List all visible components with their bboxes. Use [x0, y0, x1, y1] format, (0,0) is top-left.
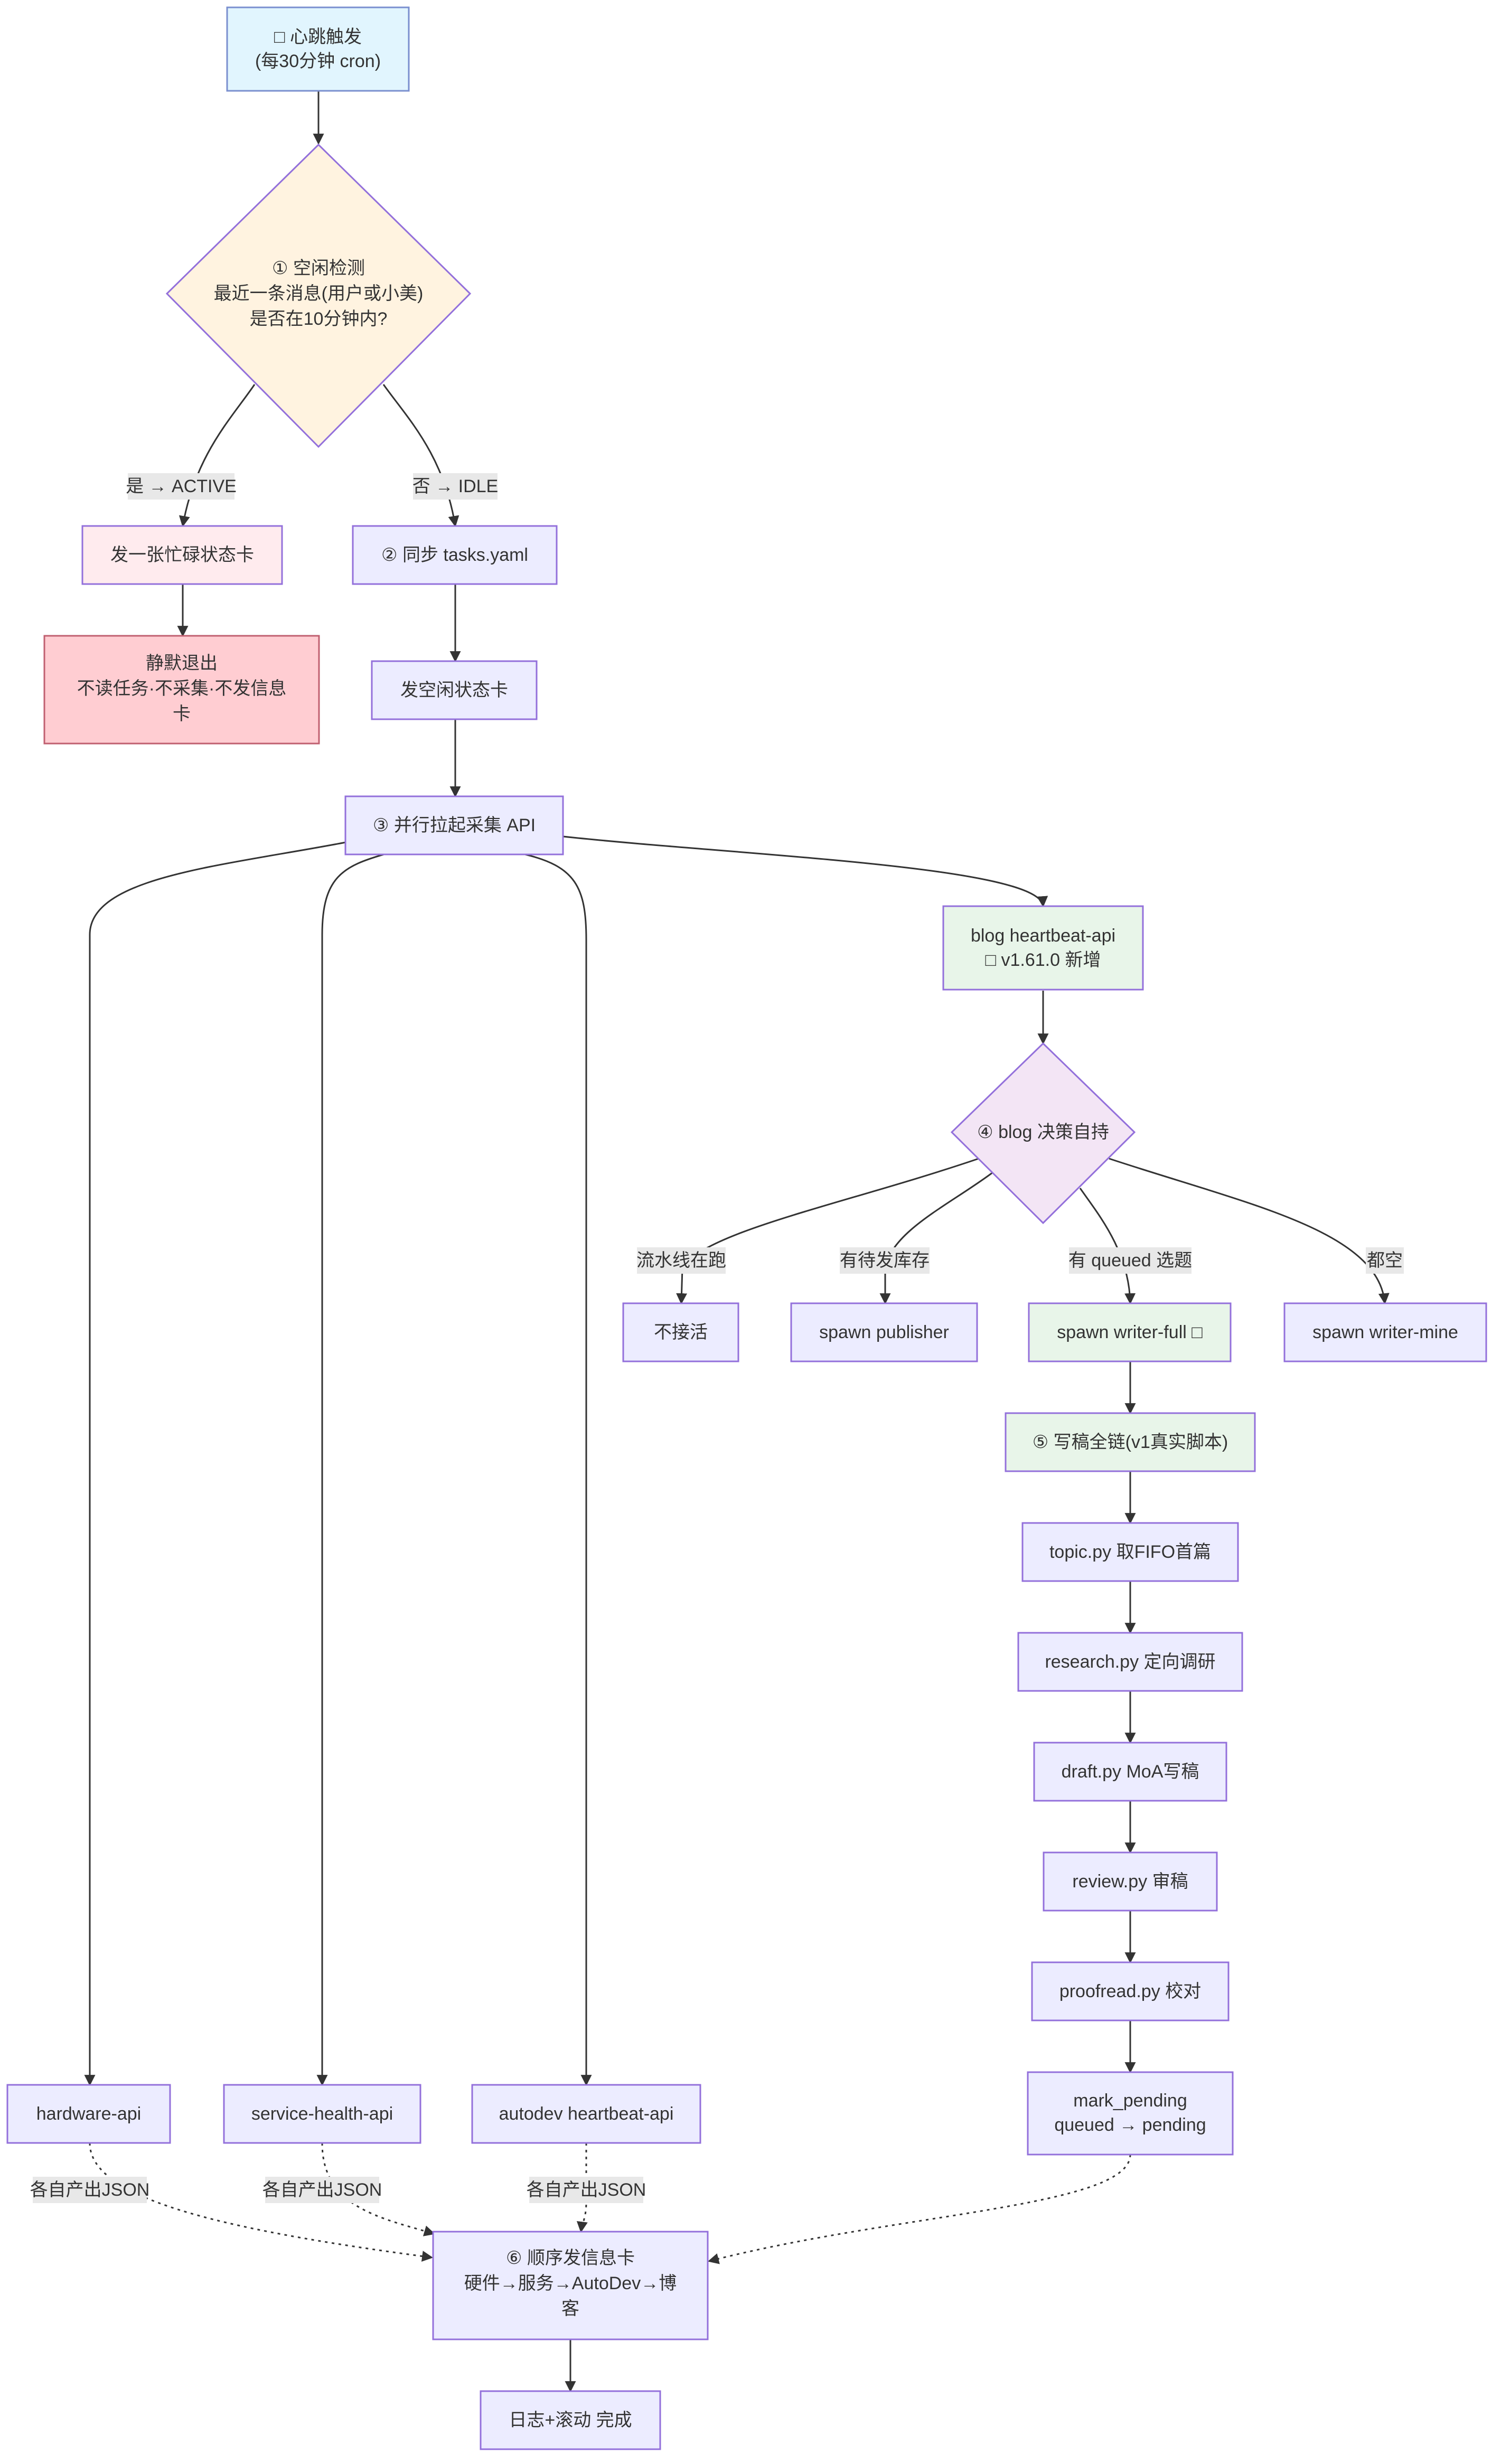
edge-blog-decision-to-spawn-publisher	[879, 1171, 993, 1305]
node-review: review.py 审稿	[1043, 1851, 1218, 1912]
node-sync-tasks: ② 同步 tasks.yaml	[352, 525, 558, 585]
svg-text:spawn writer-full □: spawn writer-full □	[1057, 1322, 1203, 1342]
edge-blog-decision-to-no-activate	[676, 1158, 979, 1305]
node-idle-card: 发空闲状态卡	[371, 660, 538, 720]
node-trigger: □ 心跳触发 (每30分钟 cron)	[226, 6, 410, 92]
edge-label-json-hardware: 各自产出JSON	[30, 2177, 150, 2203]
svg-text:mark_pending: mark_pending	[1073, 2091, 1187, 2111]
svg-text:是否在10分钟内?: 是否在10分钟内?	[250, 309, 388, 329]
node-blog-decision: ④ blog 决策自持	[950, 1042, 1136, 1225]
nodes: □ 心跳触发 (每30分钟 cron) ① 空闲检测 最近一条消息(用户或小美)…	[6, 6, 1487, 2450]
edge-parallel-fetch-to-service-health-api	[316, 853, 386, 2086]
svg-text:有待发库存: 有待发库存	[840, 1250, 930, 1271]
svg-text:queued → pending: queued → pending	[1054, 2115, 1206, 2135]
svg-text:⑤ 写稿全链(v1真实脚本): ⑤ 写稿全链(v1真实脚本)	[1033, 1432, 1228, 1452]
node-spawn-writer-full: spawn writer-full □	[1028, 1302, 1232, 1362]
edge-service-health-api-to-send-cards	[321, 2142, 436, 2236]
edge-label-all-empty: 都空	[1366, 1247, 1404, 1274]
svg-text:review.py 审稿: review.py 审稿	[1072, 1871, 1188, 1892]
node-hardware-api: hardware-api	[6, 2084, 171, 2144]
svg-text:③ 并行拉起采集 API: ③ 并行拉起采集 API	[373, 815, 536, 835]
svg-text:客: 客	[561, 2299, 579, 2319]
node-mark-pending: mark_pending queued → pending	[1027, 2071, 1234, 2156]
svg-text:② 同步 tasks.yaml: ② 同步 tasks.yaml	[381, 545, 528, 565]
node-done: 日志+滚动 完成	[480, 2390, 661, 2450]
svg-text:draft.py MoA写稿: draft.py MoA写稿	[1062, 1762, 1199, 1782]
node-blog-api: blog heartbeat-api □ v1.61.0 新增	[942, 905, 1144, 991]
node-draft: draft.py MoA写稿	[1033, 1742, 1227, 1802]
edge-idle-check-to-sync-tasks	[382, 384, 459, 528]
svg-text:否 → IDLE: 否 → IDLE	[412, 476, 498, 496]
edge-parallel-fetch-to-hardware-api	[84, 841, 346, 2086]
svg-text:□ v1.61.0 新增: □ v1.61.0 新增	[986, 950, 1101, 970]
node-idle-check: ① 空闲检测 最近一条消息(用户或小美) 是否在10分钟内?	[165, 143, 472, 448]
svg-text:静默退出: 静默退出	[146, 653, 218, 673]
edge-label-has-inventory: 有待发库存	[840, 1247, 930, 1274]
svg-text:(每30分钟 cron): (每30分钟 cron)	[255, 51, 381, 71]
edge-label-yes-active: 是 → ACTIVE	[126, 473, 237, 500]
node-research: research.py 定向调研	[1017, 1632, 1243, 1692]
edge-hardware-api-to-send-cards	[89, 2142, 434, 2262]
node-topic: topic.py 取FIFO首篇	[1021, 1522, 1239, 1582]
node-busy-card: 发一张忙碌状态卡	[81, 525, 283, 585]
svg-text:□ 心跳触发: □ 心跳触发	[274, 27, 362, 47]
svg-text:spawn writer-mine: spawn writer-mine	[1312, 1322, 1458, 1342]
svg-text:topic.py 取FIFO首篇: topic.py 取FIFO首篇	[1049, 1542, 1211, 1562]
svg-text:hardware-api: hardware-api	[36, 2104, 141, 2124]
edge-label-no-idle: 否 → IDLE	[412, 473, 498, 500]
svg-text:spawn publisher: spawn publisher	[819, 1322, 949, 1342]
svg-text:⑥ 顺序发信息卡: ⑥ 顺序发信息卡	[506, 2248, 635, 2268]
svg-text:是 → ACTIVE: 是 → ACTIVE	[126, 476, 237, 496]
svg-text:blog heartbeat-api: blog heartbeat-api	[971, 926, 1115, 946]
edge-mark-pending-to-send-cards	[707, 2154, 1131, 2264]
svg-text:research.py 定向调研: research.py 定向调研	[1045, 1652, 1215, 1672]
svg-text:④ blog 决策自持: ④ blog 决策自持	[977, 1122, 1109, 1142]
svg-text:都空: 都空	[1367, 1250, 1403, 1271]
node-parallel-fetch: ③ 并行拉起采集 API	[344, 795, 564, 855]
svg-text:不读任务·不采集·不发信息: 不读任务·不采集·不发信息	[77, 679, 287, 699]
svg-text:流水线在跑: 流水线在跑	[636, 1250, 726, 1271]
svg-text:日志+滚动 完成: 日志+滚动 完成	[509, 2410, 632, 2430]
node-service-health-api: service-health-api	[223, 2084, 421, 2144]
svg-text:各自产出JSON: 各自产出JSON	[30, 2180, 150, 2200]
edge-blog-decision-to-spawn-writer-full	[1079, 1188, 1136, 1305]
edge-labels: 是 → ACTIVE 否 → IDLE 流水线在跑 有待发库存 有 queued…	[30, 473, 1404, 2203]
svg-text:autodev heartbeat-api: autodev heartbeat-api	[499, 2104, 674, 2124]
node-spawn-writer-mine: spawn writer-mine	[1283, 1302, 1487, 1362]
edge-label-has-queued: 有 queued 选题	[1068, 1247, 1192, 1274]
edge-idle-check-to-busy-card	[179, 384, 256, 528]
svg-text:service-health-api: service-health-api	[251, 2104, 393, 2124]
node-write-chain: ⑤ 写稿全链(v1真实脚本)	[1005, 1412, 1256, 1472]
svg-text:不接活: 不接活	[654, 1322, 708, 1342]
edge-label-json-service: 各自产出JSON	[262, 2177, 382, 2203]
svg-text:硬件→服务→AutoDev→博: 硬件→服务→AutoDev→博	[464, 2273, 677, 2293]
svg-text:发空闲状态卡: 发空闲状态卡	[400, 680, 508, 700]
svg-text:① 空闲检测: ① 空闲检测	[272, 258, 365, 278]
edge-parallel-fetch-to-autodev-api	[522, 853, 592, 2086]
edge-label-json-autodev: 各自产出JSON	[527, 2177, 646, 2203]
svg-text:各自产出JSON: 各自产出JSON	[262, 2180, 382, 2200]
svg-text:有 queued 选题: 有 queued 选题	[1068, 1250, 1192, 1271]
dotted-edges	[89, 2142, 1131, 2264]
edge-parallel-fetch-to-blog-api	[562, 835, 1048, 908]
node-proofread: proofread.py 校对	[1031, 1961, 1230, 2021]
edge-blog-decision-to-spawn-writer-mine	[1109, 1158, 1390, 1305]
edge-label-pipeline-running: 流水线在跑	[636, 1247, 726, 1274]
edges	[84, 91, 1390, 2393]
svg-text:卡: 卡	[173, 704, 191, 724]
node-no-activate: 不接活	[622, 1302, 739, 1362]
node-spawn-publisher: spawn publisher	[790, 1302, 978, 1362]
node-autodev-api: autodev heartbeat-api	[471, 2084, 701, 2144]
svg-text:proofread.py 校对: proofread.py 校对	[1059, 1981, 1201, 2001]
svg-text:发一张忙碌状态卡: 发一张忙碌状态卡	[110, 545, 254, 565]
node-silent-exit: 静默退出 不读任务·不采集·不发信息 卡	[43, 635, 320, 745]
svg-text:各自产出JSON: 各自产出JSON	[527, 2180, 646, 2200]
svg-text:最近一条消息(用户或小美): 最近一条消息(用户或小美)	[214, 284, 424, 304]
node-send-cards: ⑥ 顺序发信息卡 硬件→服务→AutoDev→博 客	[432, 2231, 709, 2340]
